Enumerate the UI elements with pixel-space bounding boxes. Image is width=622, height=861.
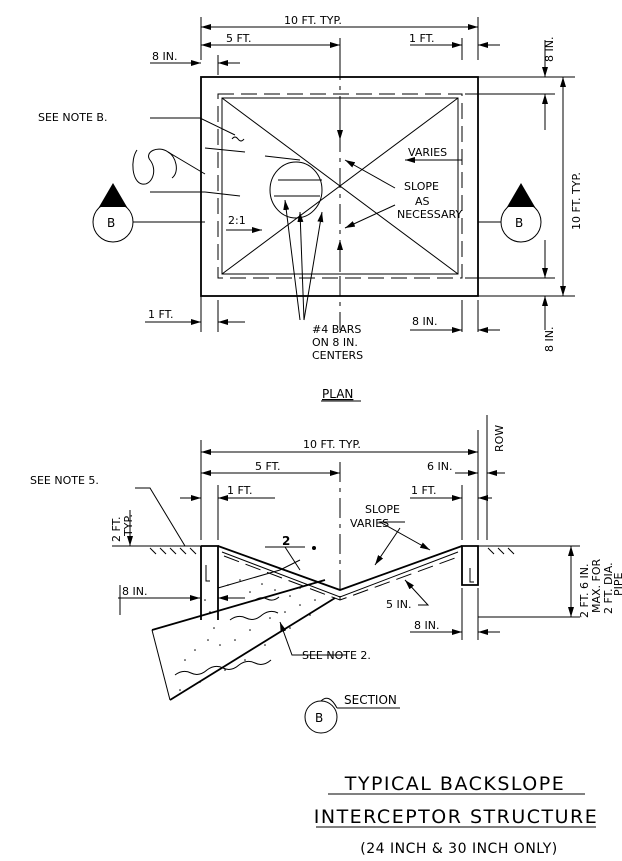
right-dim-line-1: 2 FT. 6 IN.: [578, 563, 591, 618]
bars-label-1: #4 BARS: [312, 323, 361, 336]
plan-dim-right-10ft: 10 FT. TYP.: [570, 172, 583, 230]
plan-inner-wall: [217, 93, 463, 279]
slope-label-1: SLOPE: [404, 180, 439, 193]
section-floor: [217, 545, 463, 591]
pipe-top: [151, 579, 326, 631]
section-dim-1ft-right: 1 FT.: [411, 484, 437, 497]
section-slope-label-1: SLOPE: [365, 503, 400, 516]
row-label: ROW: [493, 425, 506, 452]
section-marker-right-letter: B: [515, 216, 523, 230]
plan-dim-right-8in: 8 IN.: [543, 37, 556, 62]
section-dim-8in-right: 8 IN.: [414, 619, 439, 632]
note-2-callout: SEE NOTE 2.: [302, 649, 371, 662]
title-line-2: INTERCEPTOR STRUCTURE: [314, 806, 598, 828]
plan-dim-left-8in: 8 IN.: [152, 50, 177, 63]
section-dim-6in: 6 IN.: [427, 460, 452, 473]
section-dim-8in-left: 8 IN.: [122, 585, 147, 598]
section-marker-letter: B: [315, 711, 323, 725]
varies-label: VARIES: [408, 146, 447, 159]
rebar-detail-circle: [269, 161, 323, 219]
section-dim-2ft-typ: TYP.: [122, 514, 135, 537]
section-dim-half: 5 FT.: [255, 460, 281, 473]
plan-dim-bottom-right-8in: 8 IN.: [543, 327, 556, 352]
slope-number-2: 2: [282, 534, 290, 548]
section-left-wall: [200, 545, 219, 620]
section-dim-top: 10 FT. TYP.: [303, 438, 361, 451]
section-marker-right-arrow: [507, 183, 535, 207]
right-dim-line-4: PIPE: [612, 572, 622, 596]
slope-ratio: 2:1: [228, 214, 246, 227]
note-b-callout: SEE NOTE B.: [38, 111, 107, 124]
section-dim-5in: 5 IN.: [386, 598, 411, 611]
plan-view: [92, 17, 575, 333]
plan-dim-bottom-1ft: 1 FT.: [148, 308, 174, 321]
bars-label-3: CENTERS: [312, 349, 363, 362]
section-dim-1ft-left: 1 FT.: [227, 484, 253, 497]
section-view: [112, 415, 580, 734]
right-dim-line-3: 2 FT. DIA.: [602, 562, 615, 614]
title-line-1: TYPICAL BACKSLOPE: [344, 773, 565, 795]
note-5-callout: SEE NOTE 5.: [30, 474, 99, 487]
title-line-3: (24 INCH & 30 INCH ONLY): [360, 841, 558, 857]
section-label: SECTION: [344, 693, 397, 707]
section-marker-left-arrow: [99, 183, 127, 207]
slope-label-2: AS: [415, 195, 430, 208]
plan-label: PLAN: [322, 387, 353, 401]
plan-dim-top: 10 FT. TYP.: [284, 14, 342, 27]
section-dim-2ft: 2 FT.: [110, 516, 123, 542]
slope-label-3: NECESSARY: [397, 208, 462, 221]
right-dim-line-2: MAX. FOR: [590, 558, 603, 613]
section-slope-label-2: VARIES: [350, 517, 389, 530]
plan-dim-one: 1 FT.: [409, 32, 435, 45]
section-right-wall: [461, 545, 479, 586]
bars-label-2: ON 8 IN.: [312, 336, 358, 349]
plan-dim-bottom-8in: 8 IN.: [412, 315, 437, 328]
pipe-bottom: [169, 597, 336, 701]
section-marker-left-letter: B: [107, 216, 115, 230]
concrete-stipple: [179, 546, 316, 691]
plan-dim-half: 5 FT.: [226, 32, 252, 45]
